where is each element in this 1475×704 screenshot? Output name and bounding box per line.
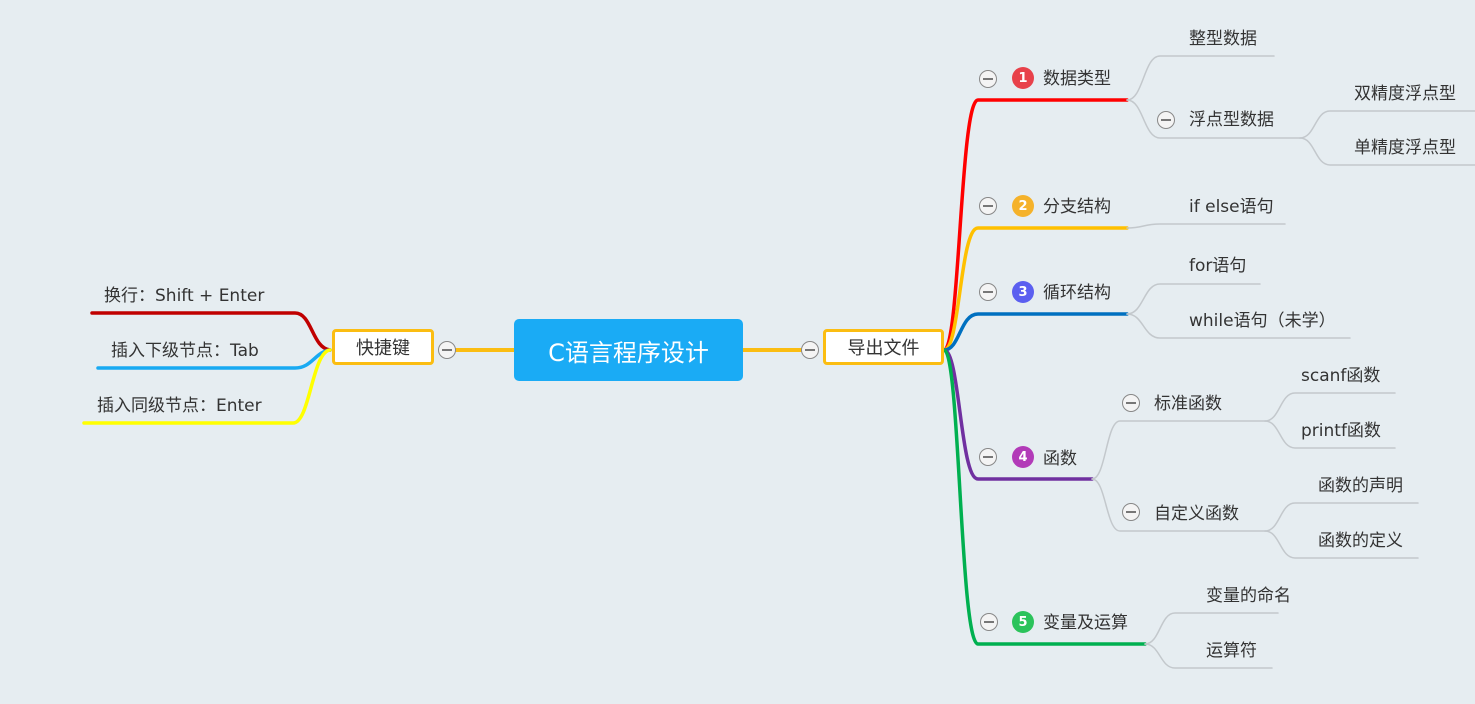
topic3-number-badge: 3 — [1012, 281, 1034, 303]
export-label: 导出文件 — [847, 338, 920, 359]
collapse-stdfunc-icon[interactable] — [1122, 394, 1140, 412]
link-shortcut-2 — [82, 348, 332, 425]
shortcuts-label: 快捷键 — [356, 338, 410, 359]
link-float — [1126, 99, 1301, 139]
topic1-number-badge: 1 — [1012, 67, 1034, 89]
customfunc-definition[interactable]: 函数的定义 — [1318, 531, 1403, 551]
shortcut-insert-sibling[interactable]: 插入同级节点：Enter — [97, 396, 262, 416]
topic5-label[interactable]: 变量及运算 — [1043, 613, 1128, 633]
topic5-child1[interactable]: 变量的命名 — [1206, 586, 1291, 606]
topic5-child2[interactable]: 运算符 — [1206, 641, 1257, 661]
topic1-child2[interactable]: 浮点型数据 — [1189, 110, 1274, 130]
topic2-child1[interactable]: if else语句 — [1189, 197, 1274, 217]
topic2-label[interactable]: 分支结构 — [1043, 197, 1111, 217]
link-topic-3 — [942, 312, 1129, 352]
shortcuts-node[interactable]: 快捷键 — [332, 329, 434, 365]
float-double[interactable]: 双精度浮点型 — [1354, 84, 1456, 104]
link-shortcut-0 — [90, 311, 332, 352]
link-decl — [1264, 502, 1419, 532]
link-topic-1 — [942, 98, 1129, 352]
collapse-shortcuts-icon[interactable] — [438, 341, 456, 359]
topic1-child1[interactable]: 整型数据 — [1189, 29, 1257, 49]
float-single[interactable]: 单精度浮点型 — [1354, 138, 1456, 158]
collapse-topic2-icon[interactable] — [979, 197, 997, 215]
link-topic-2 — [942, 226, 1129, 352]
export-node[interactable]: 导出文件 — [823, 329, 944, 365]
topic4-child2[interactable]: 自定义函数 — [1154, 504, 1239, 524]
collapse-topic1-icon[interactable] — [979, 70, 997, 88]
root-label: C语言程序设计 — [548, 338, 709, 367]
topic5-number-badge: 5 — [1012, 611, 1034, 633]
link-single — [1299, 137, 1475, 166]
topic4-number-badge: 4 — [1012, 446, 1034, 468]
link-for — [1126, 283, 1261, 315]
link-printf — [1264, 420, 1396, 449]
collapse-float-icon[interactable] — [1157, 111, 1175, 129]
link-customfunc — [1091, 478, 1266, 532]
link-topic-5 — [942, 348, 1147, 646]
link-operator — [1144, 643, 1273, 669]
shortcut-newline[interactable]: 换行：Shift + Enter — [104, 286, 265, 306]
stdfunc-scanf[interactable]: scanf函数 — [1301, 366, 1381, 386]
collapse-export-icon[interactable] — [801, 341, 819, 359]
root-node[interactable]: C语言程序设计 — [514, 319, 743, 381]
topic3-child1[interactable]: for语句 — [1189, 256, 1247, 276]
collapse-topic3-icon[interactable] — [979, 283, 997, 301]
link-double — [1299, 110, 1475, 139]
topic3-label[interactable]: 循环结构 — [1043, 283, 1111, 303]
collapse-topic4-icon[interactable] — [979, 448, 997, 466]
link-while — [1126, 313, 1351, 339]
link-int — [1126, 55, 1275, 101]
topic2-number-badge: 2 — [1012, 195, 1034, 217]
link-scanf — [1264, 392, 1396, 422]
stdfunc-printf[interactable]: printf函数 — [1301, 421, 1381, 441]
collapse-customfunc-icon[interactable] — [1122, 503, 1140, 521]
customfunc-declaration[interactable]: 函数的声明 — [1318, 476, 1403, 496]
collapse-topic5-icon[interactable] — [980, 613, 998, 631]
topic1-label[interactable]: 数据类型 — [1043, 69, 1111, 89]
link-stdfunc — [1091, 420, 1266, 480]
shortcut-insert-child[interactable]: 插入下级节点：Tab — [111, 341, 259, 361]
link-def — [1264, 530, 1419, 559]
link-naming — [1144, 612, 1279, 645]
topic4-label[interactable]: 函数 — [1043, 449, 1077, 469]
topic4-child1[interactable]: 标准函数 — [1154, 394, 1222, 414]
link-ifelse — [1126, 223, 1286, 229]
topic3-child2[interactable]: while语句（未学） — [1189, 311, 1336, 331]
